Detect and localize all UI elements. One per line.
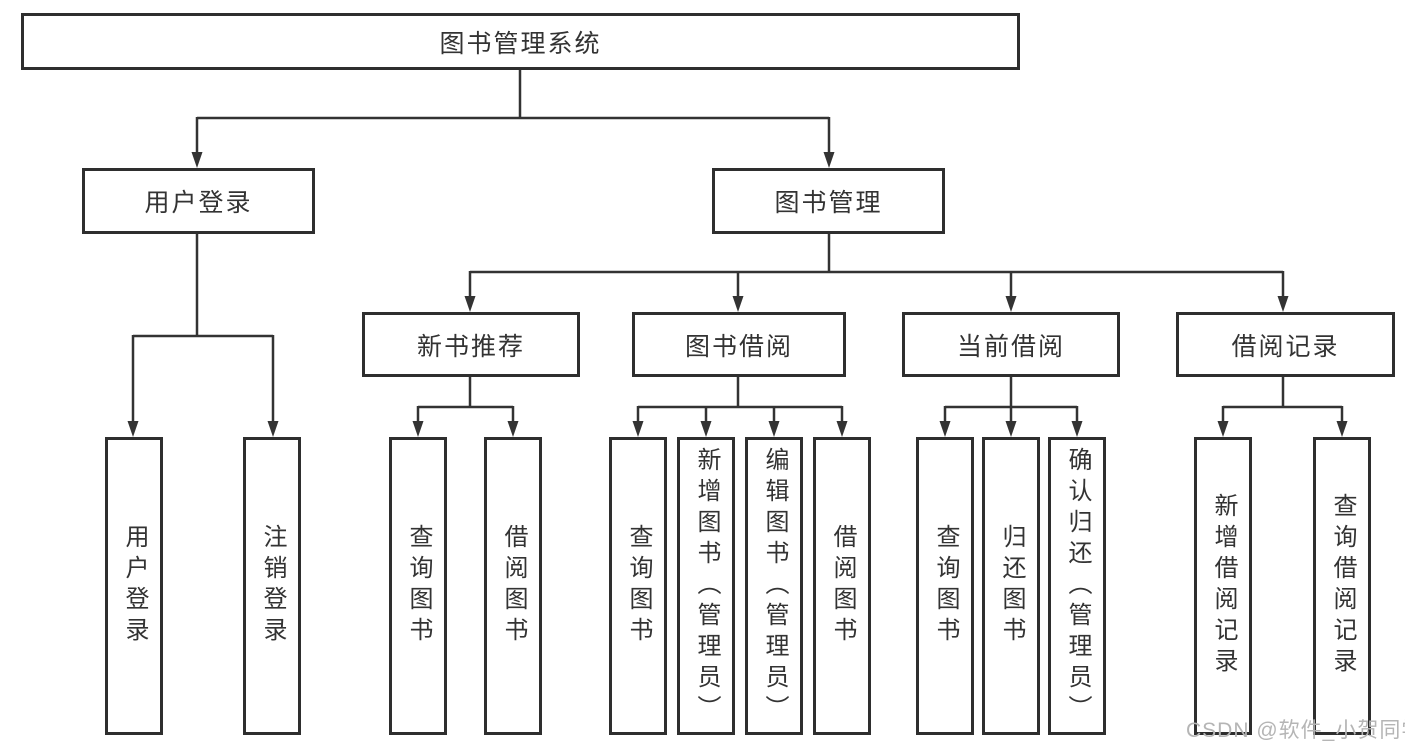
leaf-label: 编辑图书（管理员） bbox=[761, 446, 788, 726]
leaf-newbook-borrow-books: 借阅图书 bbox=[484, 437, 542, 735]
leaf-label: 新增图书（管理员） bbox=[693, 446, 720, 726]
arrowhead-icon bbox=[412, 421, 424, 437]
leaf-records-add-record: 新增借阅记录 bbox=[1194, 437, 1252, 735]
leaf-borrowing-edit-books-admin: 编辑图书（管理员） bbox=[745, 437, 803, 735]
arrowhead-icon bbox=[1005, 421, 1017, 437]
arrowhead-icon bbox=[732, 296, 744, 312]
leaf-label: 查询图书 bbox=[932, 524, 959, 648]
leaf-borrowing-add-books-admin: 新增图书（管理员） bbox=[677, 437, 735, 735]
arrowhead-icon bbox=[1005, 296, 1017, 312]
arrowhead-icon bbox=[1217, 421, 1229, 437]
arrowhead-icon bbox=[191, 152, 203, 168]
arrowhead-icon bbox=[700, 421, 712, 437]
leaf-label: 查询借阅记录 bbox=[1329, 493, 1356, 679]
leaf-current-return-books: 归还图书 bbox=[982, 437, 1040, 735]
leaf-label: 注销登录 bbox=[259, 524, 286, 648]
arrowhead-icon bbox=[1336, 421, 1348, 437]
node-user-login: 用户登录 bbox=[82, 168, 315, 234]
leaf-label: 用户登录 bbox=[121, 524, 148, 648]
watermark: CSDN @软件_小贺同学 bbox=[1186, 719, 1405, 742]
leaf-label: 归还图书 bbox=[998, 524, 1025, 648]
leaf-current-query-books: 查询图书 bbox=[916, 437, 974, 735]
arrowhead-icon bbox=[823, 152, 835, 168]
leaf-label: 借阅图书 bbox=[829, 524, 856, 648]
leaf-label: 查询图书 bbox=[625, 524, 652, 648]
leaf-label: 确认归还（管理员） bbox=[1064, 446, 1091, 726]
arrowhead-icon bbox=[127, 421, 139, 437]
leaf-records-query-record: 查询借阅记录 bbox=[1313, 437, 1371, 735]
arrowhead-icon bbox=[836, 421, 848, 437]
leaf-newbook-query-books: 查询图书 bbox=[389, 437, 447, 735]
leaf-current-confirm-return-admin: 确认归还（管理员） bbox=[1048, 437, 1106, 735]
leaf-label: 借阅图书 bbox=[500, 524, 527, 648]
leaf-label: 新增借阅记录 bbox=[1210, 493, 1237, 679]
leaf-logout: 注销登录 bbox=[243, 437, 301, 735]
arrowhead-icon bbox=[464, 296, 476, 312]
node-root-system: 图书管理系统 bbox=[21, 13, 1020, 70]
arrowhead-icon bbox=[939, 421, 951, 437]
arrowhead-icon bbox=[1071, 421, 1083, 437]
arrowhead-icon bbox=[768, 421, 780, 437]
leaf-label: 查询图书 bbox=[405, 524, 432, 648]
arrowhead-group bbox=[127, 152, 1348, 437]
arrowhead-icon bbox=[632, 421, 644, 437]
node-book-management: 图书管理 bbox=[712, 168, 945, 234]
leaf-borrowing-query-books: 查询图书 bbox=[609, 437, 667, 735]
leaf-user-login: 用户登录 bbox=[105, 437, 163, 735]
leaf-borrowing-borrow-books: 借阅图书 bbox=[813, 437, 871, 735]
node-book-borrowing: 图书借阅 bbox=[632, 312, 846, 377]
node-current-borrowing: 当前借阅 bbox=[902, 312, 1120, 377]
arrowhead-icon bbox=[1277, 296, 1289, 312]
arrowhead-icon bbox=[507, 421, 519, 437]
node-borrow-records: 借阅记录 bbox=[1176, 312, 1395, 377]
node-new-book-recommend: 新书推荐 bbox=[362, 312, 580, 377]
arrowhead-icon bbox=[267, 421, 279, 437]
